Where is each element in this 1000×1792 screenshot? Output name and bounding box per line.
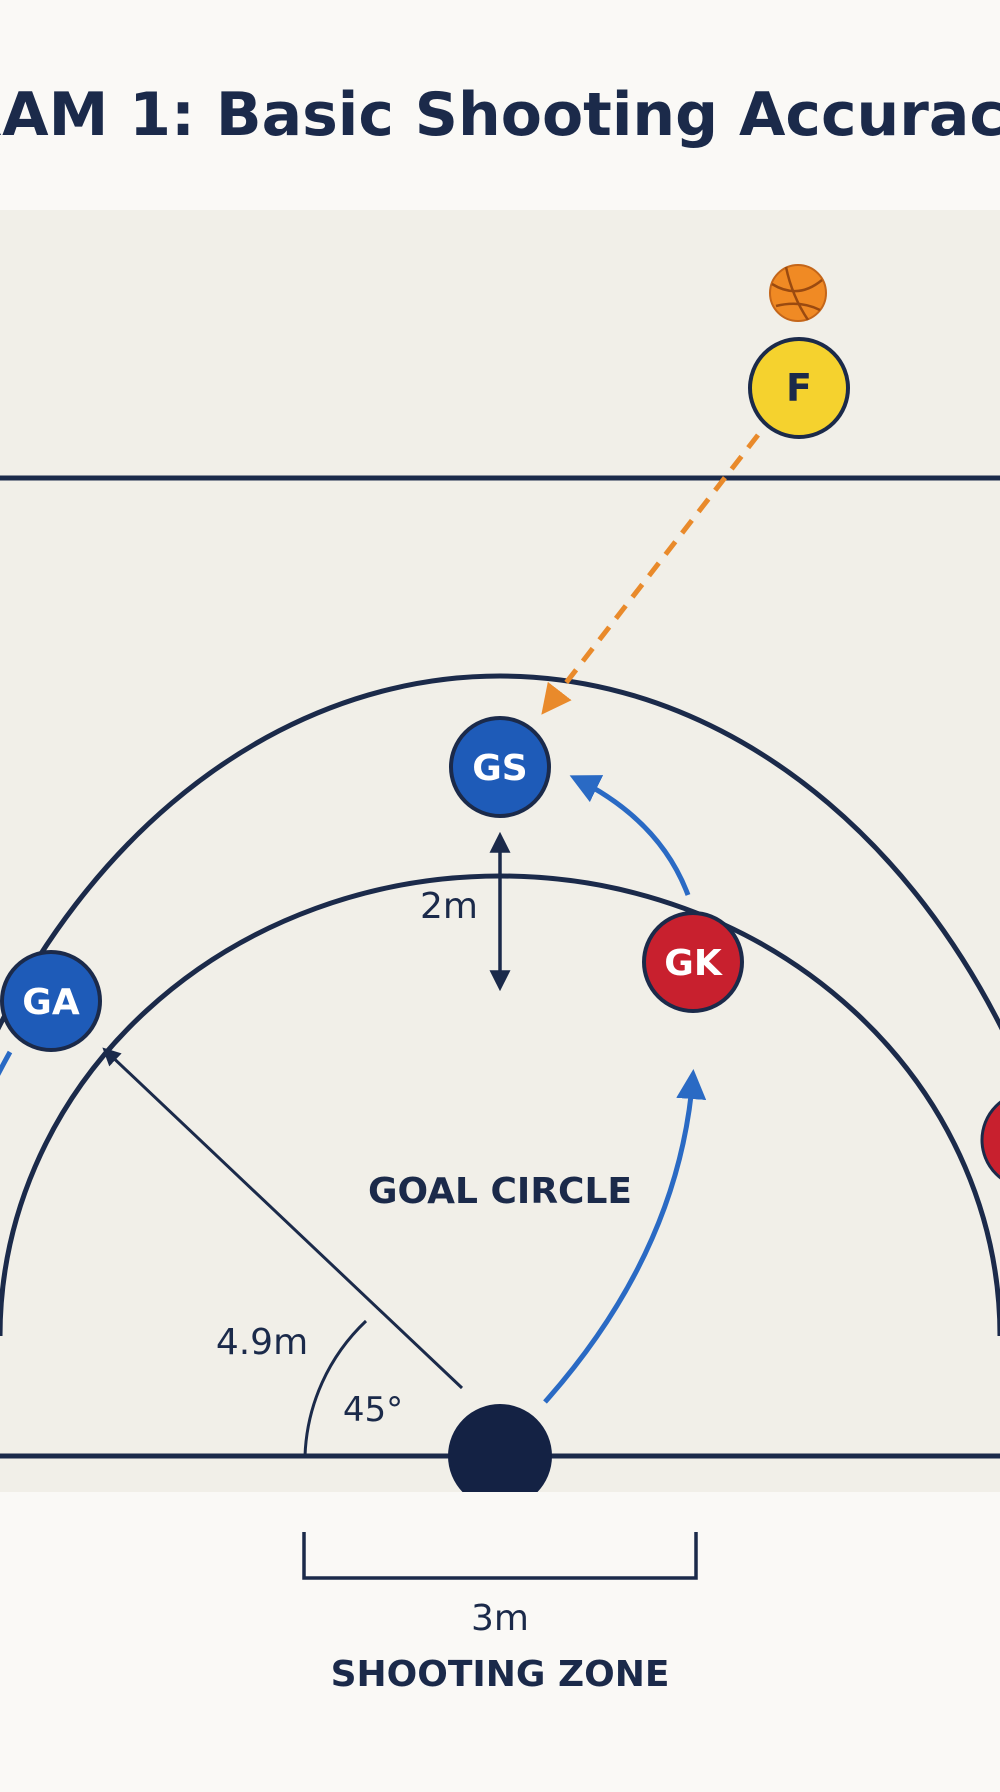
gap-distance-label: 2m [420,886,478,927]
player-goal-attack-label: GA [22,982,80,1023]
player-goal-keeper-label: GK [664,943,723,984]
outer-arc [0,673,1000,1031]
shooting-zone-bracket [302,1532,698,1580]
player-feeder-label: F [786,366,812,410]
radius-distance-label: 4.9m [216,1322,308,1363]
player-goal-keeper: GK [642,911,744,1013]
angle-arc [303,1319,368,1457]
player-goal-shooter: GS [449,716,551,818]
movement-ga-left [0,1050,13,1076]
movement-gk-to-gs [569,775,691,896]
player-feeder: F [748,337,850,439]
shooting-zone-label: SHOOTING ZONE [331,1654,670,1695]
pass-path [541,433,760,715]
movement-post-to-gk [543,1069,707,1404]
shooting-zone-width-label: 3m [471,1598,529,1639]
player-goal-attack: GA [0,950,102,1052]
ball-icon [769,264,827,322]
radius-line [102,1047,464,1390]
goal-circle-label: GOAL CIRCLE [368,1171,632,1212]
player-goal-shooter-label: GS [472,748,527,789]
diagram-title: RAM 1: Basic Shooting Accuracy [0,80,1000,150]
angle-label: 45° [343,1390,403,1430]
edge-defender-marker [980,1100,1000,1180]
goal-post [448,1404,552,1492]
